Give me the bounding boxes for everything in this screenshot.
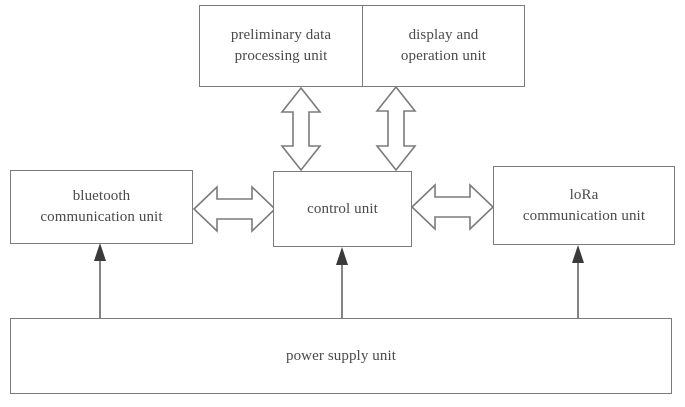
power-control-arrow: [336, 247, 348, 318]
block-display-and-operation-unit[interactable]: display and operation unit: [362, 5, 525, 87]
block-label: preliminary data processing unit: [230, 27, 332, 64]
power-lora-arrow: [572, 245, 584, 318]
control-preliminary-bidirectional-arrow: [280, 86, 322, 172]
block-label: loRa communication unit: [522, 186, 646, 224]
block-label: power supply unit: [285, 347, 397, 364]
block-power-supply-unit[interactable]: power supply unit: [10, 318, 672, 394]
block-lora-communication-unit[interactable]: loRa communication unit: [493, 166, 675, 245]
block-control-unit[interactable]: control unit: [273, 171, 412, 247]
power-bluetooth-arrow: [94, 243, 106, 318]
control-lora-bidirectional-arrow: [410, 183, 495, 231]
block-bluetooth-communication-unit[interactable]: bluetooth communication unit: [10, 170, 193, 244]
bluetooth-control-bidirectional-arrow: [192, 185, 277, 233]
control-display-bidirectional-arrow: [375, 85, 417, 172]
block-preliminary-data-processing-unit[interactable]: preliminary data processing unit: [199, 5, 363, 87]
block-label: display and operation unit: [400, 27, 487, 64]
block-label: control unit: [307, 200, 378, 217]
block-label: bluetooth communication unit: [40, 188, 163, 225]
